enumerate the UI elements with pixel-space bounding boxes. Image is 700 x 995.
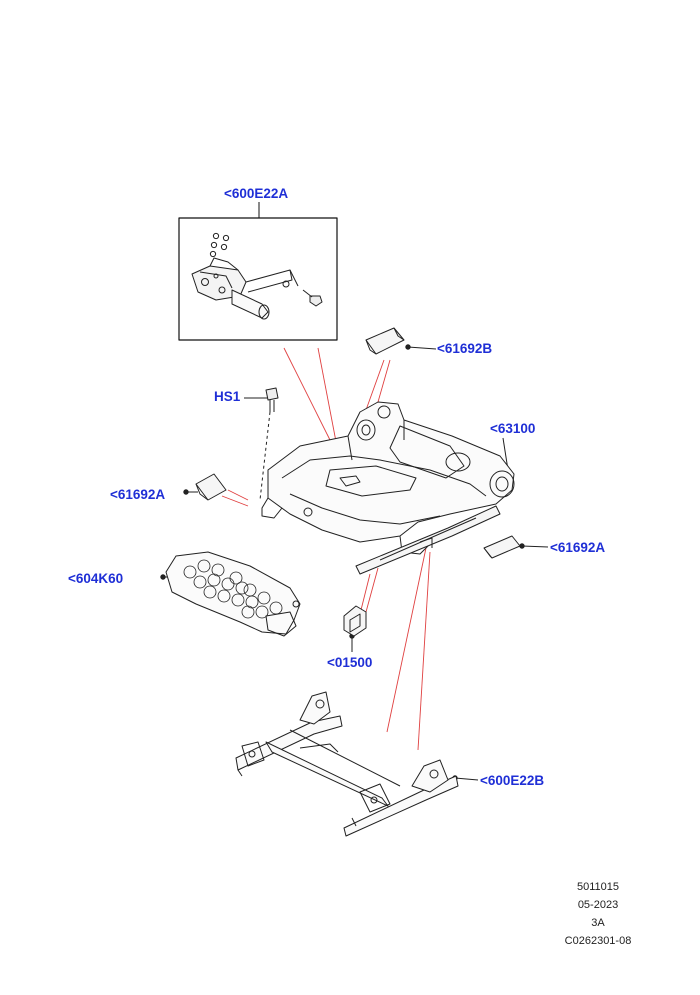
- footer-ref-number: 5011015: [576, 881, 619, 893]
- screw: [302, 289, 323, 307]
- bracket-61692a-left: [195, 473, 227, 501]
- upper-rail: [355, 505, 501, 575]
- footer-drawing-code: C0262301-08: [564, 935, 632, 947]
- leader-lines: [221, 347, 431, 751]
- callout-61692a-left[interactable]: <61692A: [110, 487, 166, 502]
- callout-61692a-right[interactable]: <61692A: [550, 540, 606, 555]
- seat-motor: [191, 257, 299, 320]
- callout-hs1[interactable]: HS1: [214, 389, 241, 404]
- clip-01500: [343, 605, 367, 637]
- seat-frame-63100: [261, 401, 515, 555]
- callout-63100[interactable]: <63100: [490, 421, 536, 436]
- screw-set: [209, 232, 230, 258]
- callout-604k60[interactable]: <604K60: [68, 571, 124, 586]
- callout-61692b[interactable]: <61692B: [437, 341, 493, 356]
- bolt-hs1: [259, 387, 279, 501]
- callout-01500[interactable]: <01500: [327, 655, 373, 670]
- footer-variant: 3A: [591, 917, 605, 929]
- cushion-pan-604k60: [165, 551, 301, 637]
- footer-date: 05-2023: [577, 899, 619, 911]
- seat-track-600e22b: [235, 691, 459, 837]
- callout-600e22b[interactable]: <600E22B: [480, 773, 545, 788]
- bracket-61692a-right: [483, 535, 521, 559]
- bracket-61692b: [365, 327, 405, 355]
- inset-box-600e22a: [178, 202, 338, 341]
- callout-600e22a[interactable]: <600E22A: [224, 186, 289, 201]
